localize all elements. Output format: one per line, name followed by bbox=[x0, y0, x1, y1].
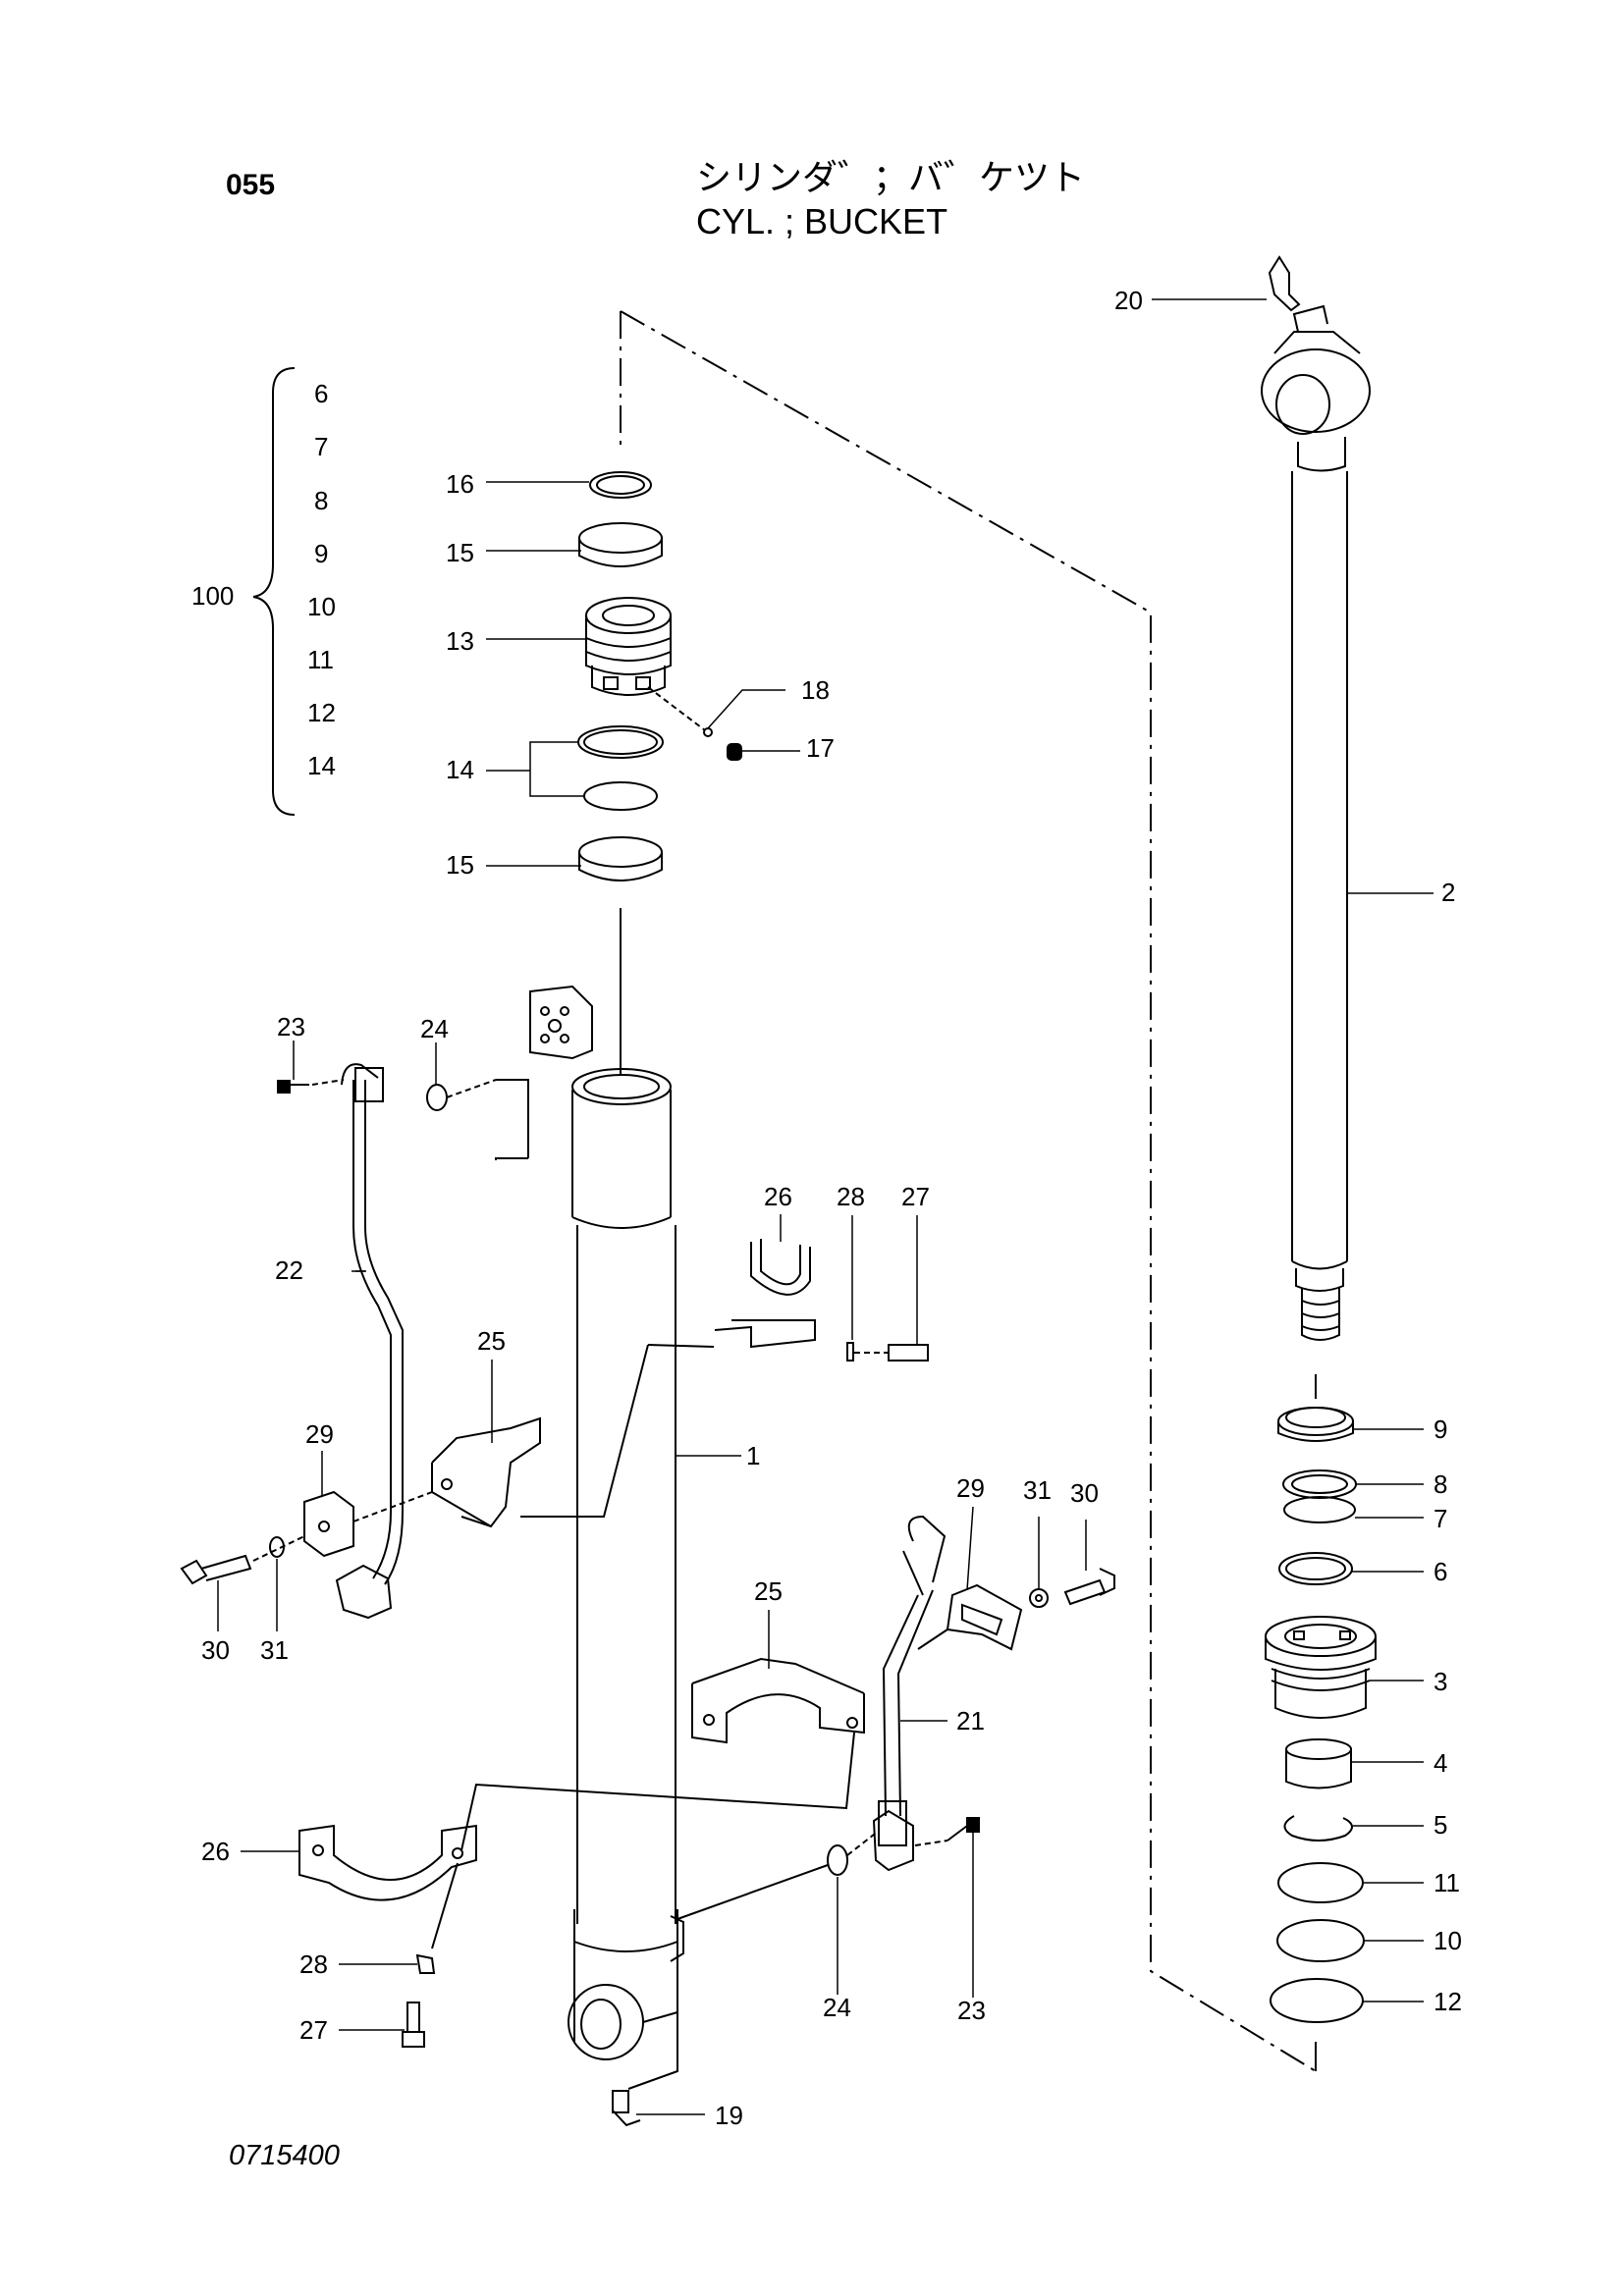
callout-30: 30 bbox=[1070, 1478, 1099, 1508]
callout-24: 24 bbox=[823, 1993, 851, 2022]
callout-26: 26 bbox=[764, 1182, 792, 1211]
part-25-clamp-upper bbox=[431, 1416, 541, 1528]
part-1-cylinder-tube bbox=[529, 985, 684, 2090]
callout-15: 15 bbox=[446, 850, 474, 880]
callout-1: 1 bbox=[746, 1441, 760, 1470]
callout-23: 23 bbox=[277, 1012, 305, 1041]
title-japanese: シリンダ゛；バ゛ケツト bbox=[696, 158, 1086, 198]
callout-2: 2 bbox=[1441, 878, 1455, 907]
callout-29: 29 bbox=[305, 1419, 334, 1449]
callout-27: 27 bbox=[901, 1182, 930, 1211]
part-23-bolt-upper bbox=[277, 1079, 345, 1094]
part-19-grease-fitting bbox=[612, 2090, 641, 2127]
part-7-ring bbox=[1283, 1496, 1356, 1523]
part-24-oring-upper bbox=[426, 1084, 448, 1111]
callout-31: 31 bbox=[1023, 1475, 1052, 1505]
part-26-clamp-lower bbox=[298, 1824, 477, 1901]
callout-13: 13 bbox=[446, 626, 474, 656]
part-29-block-right bbox=[946, 1583, 1023, 1651]
part-4-bushing bbox=[1285, 1738, 1352, 1789]
part-5-snap-ring bbox=[1283, 1815, 1353, 1842]
callout-8: 8 bbox=[1434, 1469, 1447, 1499]
callout-23: 23 bbox=[957, 1996, 986, 2025]
part-22-pipe bbox=[335, 1063, 404, 1620]
title-english: CYL. ; BUCKET bbox=[696, 201, 948, 241]
callout-6: 6 bbox=[1434, 1557, 1447, 1586]
kit-total: 100 bbox=[191, 581, 235, 611]
callout-28: 28 bbox=[299, 1949, 328, 1979]
part-10-ring bbox=[1276, 1919, 1365, 1962]
callout-18: 18 bbox=[801, 675, 830, 705]
part-28-pin-upper bbox=[846, 1342, 854, 1362]
part-31-washer-right bbox=[1029, 1588, 1049, 1608]
part-14-seal-lower bbox=[583, 781, 658, 811]
callout-21: 21 bbox=[956, 1706, 985, 1735]
part-11-ring bbox=[1277, 1862, 1364, 1903]
callout-30: 30 bbox=[201, 1635, 230, 1665]
callout-11: 11 bbox=[1434, 1868, 1460, 1897]
callout-26: 26 bbox=[201, 1837, 230, 1866]
part-23-bolt-lower bbox=[914, 1817, 980, 1846]
part-17-set-screw bbox=[727, 743, 742, 761]
assembly-centerline-diagonal bbox=[620, 310, 1317, 2072]
kit-item: 11 bbox=[307, 645, 334, 674]
callout-20: 20 bbox=[1114, 286, 1143, 315]
callout-19: 19 bbox=[715, 2101, 743, 2130]
part-15-band-lower bbox=[578, 836, 663, 868]
part-18-ball bbox=[703, 727, 713, 737]
part-12-ring bbox=[1270, 1978, 1364, 2023]
part-2-piston-rod bbox=[1261, 304, 1371, 1341]
kit-item: 12 bbox=[307, 698, 336, 727]
callout-27: 27 bbox=[299, 2015, 328, 2045]
part-30-bolt-right bbox=[1063, 1568, 1115, 1606]
callout-5: 5 bbox=[1434, 1810, 1447, 1840]
callout-9: 9 bbox=[1434, 1415, 1447, 1444]
callout-17: 17 bbox=[806, 733, 835, 763]
callout-12: 12 bbox=[1434, 1987, 1462, 2016]
callout-7: 7 bbox=[1434, 1504, 1447, 1533]
drawing-number: 0715400 bbox=[229, 2140, 340, 2171]
part-30-bolt-left bbox=[180, 1554, 252, 1585]
callout-14: 14 bbox=[446, 755, 474, 784]
part-27-bolt-lower bbox=[402, 2002, 425, 2048]
part-9-ring bbox=[1277, 1407, 1354, 1442]
kit-brace bbox=[252, 367, 296, 816]
callout-24: 24 bbox=[420, 1014, 449, 1043]
callout-4: 4 bbox=[1434, 1748, 1447, 1778]
part-6-ring bbox=[1278, 1552, 1353, 1585]
kit-item: 10 bbox=[307, 592, 336, 621]
callout-15: 15 bbox=[446, 538, 474, 567]
part-16-ring bbox=[589, 471, 652, 499]
part-15-band-upper bbox=[578, 522, 663, 554]
kit-item: 7 bbox=[314, 432, 329, 461]
part-29-block-left bbox=[303, 1490, 354, 1558]
kit-item: 8 bbox=[314, 486, 329, 515]
callout-29: 29 bbox=[956, 1473, 985, 1503]
part-3-piston bbox=[1265, 1616, 1377, 1719]
callout-16: 16 bbox=[446, 469, 474, 499]
part-21-pipe bbox=[872, 1515, 947, 1872]
kit-item: 14 bbox=[307, 751, 336, 780]
kit-item: 9 bbox=[314, 539, 329, 568]
callout-25: 25 bbox=[754, 1576, 783, 1606]
callout-3: 3 bbox=[1434, 1667, 1447, 1696]
part-25-clamp-lower bbox=[691, 1657, 865, 1744]
callout-25: 25 bbox=[477, 1326, 506, 1356]
part-24-oring-lower bbox=[827, 1844, 848, 1876]
callout-28: 28 bbox=[837, 1182, 865, 1211]
part-26-clamp-upper bbox=[714, 1239, 816, 1349]
page-number: 055 bbox=[226, 169, 276, 201]
callout-10: 10 bbox=[1434, 1926, 1462, 1955]
callout-22: 22 bbox=[275, 1255, 303, 1285]
callout-31: 31 bbox=[260, 1635, 289, 1665]
part-28-pin-lower bbox=[415, 1953, 436, 1974]
kit-item: 6 bbox=[314, 379, 329, 408]
part-27-bolt-upper bbox=[854, 1344, 929, 1362]
part-13-cylinder-head bbox=[585, 597, 672, 696]
part-20-grease-fitting bbox=[1268, 255, 1301, 312]
